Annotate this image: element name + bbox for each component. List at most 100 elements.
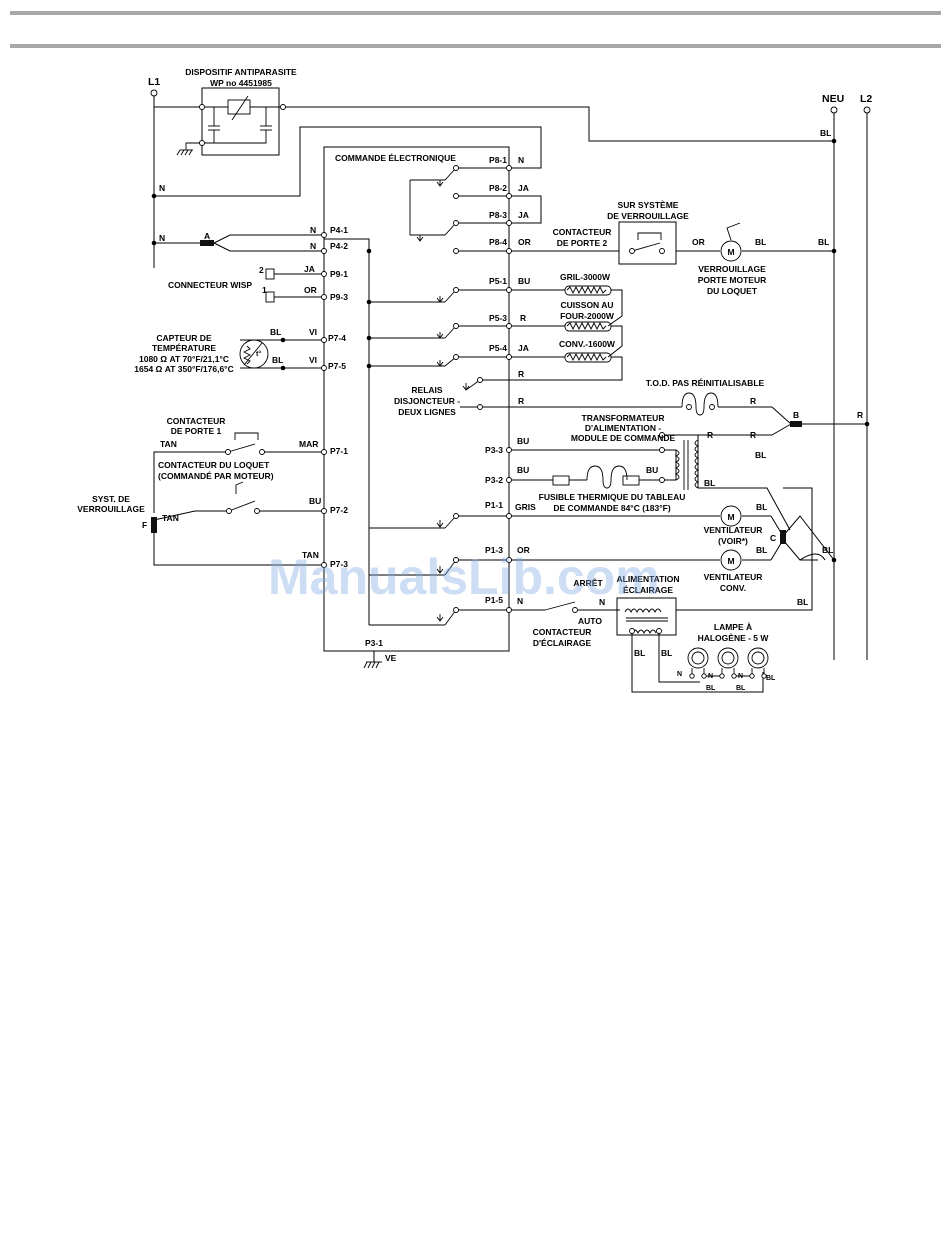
wire-tan: TAN xyxy=(302,550,319,560)
latch-switch-label-b: (COMMANDÉ PAR MOTEUR) xyxy=(158,471,274,481)
wire-n: N xyxy=(310,241,316,251)
latch-motor-icon xyxy=(720,240,742,262)
wire-bl: BL xyxy=(755,450,766,460)
temp-sensor-label: CAPTEUR DE xyxy=(156,333,212,343)
l1-label: L1 xyxy=(148,76,160,88)
pin-p5-1: P5-1 xyxy=(489,276,507,286)
wire-mar: MAR xyxy=(299,439,318,449)
connector-f: F xyxy=(142,520,147,530)
pin-p3-2: P3-2 xyxy=(485,475,503,485)
door-switch-1-label: CONTACTEUR xyxy=(167,416,226,426)
temperature-sensor-icon xyxy=(239,339,269,369)
wire-tan: TAN xyxy=(160,439,177,449)
pin-p9-3: P9-3 xyxy=(330,292,348,302)
wire-bl: BL xyxy=(272,355,283,365)
bake-label-b: FOUR-2000W xyxy=(560,311,615,321)
wire-bu: BU xyxy=(309,496,321,506)
wire-vi: VI xyxy=(309,327,317,337)
l2-label: L2 xyxy=(860,93,872,105)
conv-label: CONV.-1600W xyxy=(559,339,616,349)
wire-n: N xyxy=(310,225,316,235)
wire-bl: BL xyxy=(756,502,767,512)
latch-switch-label: CONTACTEUR DU LOQUET xyxy=(158,460,270,470)
watermark: ManualsLib.com xyxy=(268,549,660,605)
wire-ja: JA xyxy=(518,343,529,353)
wire-n: N xyxy=(677,671,682,678)
main-wires xyxy=(153,96,868,693)
fan-motor-icon xyxy=(720,505,742,527)
thermal-fuse xyxy=(552,465,640,489)
wire-or: OR xyxy=(517,545,530,555)
bake-label: CUISSON AU xyxy=(560,300,613,310)
pin-p9-1: P9-1 xyxy=(330,269,348,279)
pin-p8-2: P8-2 xyxy=(489,183,507,193)
p3-1-label: P3-1 xyxy=(365,638,383,648)
pin-p7-2: P7-2 xyxy=(330,505,348,515)
connectors xyxy=(151,240,802,544)
latch-motor-label: VERROUILLAGE xyxy=(698,264,766,274)
nodes xyxy=(151,138,870,563)
wire-bu: BU xyxy=(646,465,658,475)
wire-r: R xyxy=(520,313,526,323)
transformer xyxy=(674,439,700,490)
wire-or: OR xyxy=(692,237,705,247)
wire-bl: BL xyxy=(820,128,831,138)
fan1-label-b: (VOIR*) xyxy=(718,536,748,546)
relay-label-c: DEUX LIGNES xyxy=(398,407,456,417)
fan1-label: VENTILATEUR xyxy=(704,525,763,535)
fuse-label: FUSIBLE THERMIQUE DU TABLEAU xyxy=(539,492,686,502)
wire-r: R xyxy=(518,369,524,379)
components xyxy=(239,240,769,677)
pin-p8-3: P8-3 xyxy=(489,210,507,220)
wire-bl: BL xyxy=(661,648,672,658)
light-supply-label: ALIMENTATION xyxy=(617,574,680,584)
wire-bl: BL xyxy=(270,327,281,337)
latch-motor-label-b: PORTE MOTEUR xyxy=(698,275,766,285)
conv-fan-motor-icon xyxy=(720,549,742,571)
wire-bl: BL xyxy=(736,685,746,692)
pin-p1-5: P1-5 xyxy=(485,595,503,605)
temp-r2: 1654 Ω AT 350°F/176,6°C xyxy=(134,364,233,374)
off-label: ARRÊT xyxy=(573,577,603,588)
terminals xyxy=(150,89,871,679)
lamp-icon xyxy=(747,647,769,669)
pin-p4-1: P4-1 xyxy=(330,225,348,235)
temp-r1: 1080 Ω AT 70°F/21,1°C xyxy=(139,354,229,364)
wire-bl: BL xyxy=(766,675,776,682)
wire-n: N xyxy=(708,673,713,680)
temp-sensor-label-2: TEMPÉRATURE xyxy=(152,343,216,353)
pin-p8-1: P8-1 xyxy=(489,155,507,165)
pin-p7-1: P7-1 xyxy=(330,446,348,456)
transformer-label-b: D'ALIMENTATION - xyxy=(585,423,661,433)
wire-bu: BU xyxy=(517,465,529,475)
wire-bl: BL xyxy=(756,545,767,555)
pin-p1-3: P1-3 xyxy=(485,545,503,555)
filter-part: WP no 4451985 xyxy=(210,78,272,88)
wire-bl: BL xyxy=(634,648,645,658)
second-rule xyxy=(10,44,941,48)
pin-p3-3: P3-3 xyxy=(485,445,503,455)
transformer-label: TRANSFORMATEUR xyxy=(582,413,665,423)
fan2-label-b: CONV. xyxy=(720,583,746,593)
tod xyxy=(681,392,719,416)
wire-n: N xyxy=(159,183,165,193)
lamp-label: LAMPE À xyxy=(714,622,752,632)
wire-bl: BL xyxy=(818,237,829,247)
wire-n: N xyxy=(599,597,605,607)
wire-bl: BL xyxy=(704,478,715,488)
auto-label: AUTO xyxy=(578,616,602,626)
on-lock-system-label: SUR SYSTÈME xyxy=(618,200,679,210)
motor-glyph: M xyxy=(727,556,734,566)
wire-ja: JA xyxy=(518,210,529,220)
fuse-label-b: DE COMMANDE 84°C (183°F) xyxy=(553,503,670,513)
connector-a: A xyxy=(204,231,210,241)
relay-label-b: DISJONCTEUR - xyxy=(394,396,460,406)
wire-gris: GRIS xyxy=(515,502,536,512)
boxes xyxy=(201,87,677,652)
top-rule xyxy=(10,11,941,15)
light-switch-label-b: D'ÉCLAIRAGE xyxy=(533,638,592,648)
wire-bl: BL xyxy=(755,237,766,247)
lamp-label-b: HALOGÈNE - 5 W xyxy=(698,633,770,643)
lock-sys-label-b: VERROUILLAGE xyxy=(77,504,145,514)
